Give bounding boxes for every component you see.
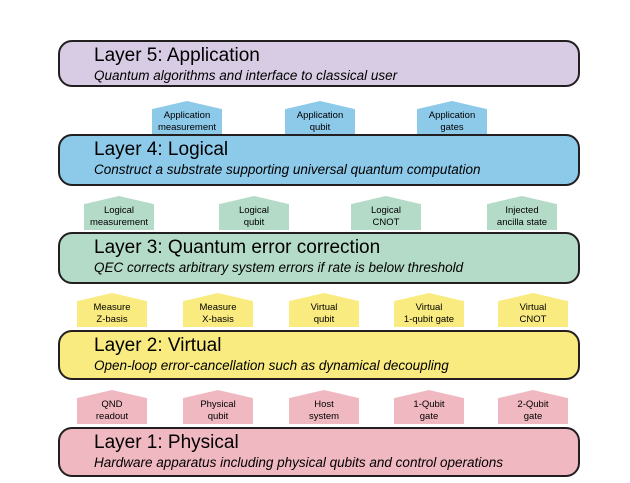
virtual-cnot-block: Virtual CNOT [498,293,568,327]
interface-label: 1-Qubit gate [413,399,445,422]
injected-ancilla-state-block: Injected ancilla state [487,196,557,230]
measure-z-basis-block: Measure Z-basis [77,293,147,327]
interface-label: Virtual CNOT [519,302,547,325]
layer-1-title: Layer 1: Physical [94,432,239,453]
application-qubit-block: Application qubit [285,101,355,135]
layer-2-virtual: Layer 2: Virtual Open-loop error-cancell… [58,330,580,380]
virtual-qubit-block: Virtual qubit [289,293,359,327]
interface-label: QND readout [95,399,129,422]
interface-label: Measure Z-basis [93,302,131,325]
interface-label: Application qubit [296,110,344,133]
application-gates-block: Application gates [417,101,487,135]
application-measurement-block: Application measurement [152,101,222,135]
layer-2-description: Open-loop error-cancellation such as dyn… [94,358,449,373]
interface-label: Physical qubit [200,399,236,422]
interface-label: Virtual 1-qubit gate [403,302,455,325]
interface-label: 2-Qubit gate [517,399,549,422]
layer-3-title: Layer 3: Quantum error correction [94,237,381,258]
layer-5-title: Layer 5: Application [94,45,260,66]
layer-1-physical: Layer 1: Physical Hardware apparatus inc… [58,427,580,477]
interface-label: Logical measurement [89,205,149,228]
layer-3-quantum-error-correction: Layer 3: Quantum error correction QEC co… [58,232,580,284]
1-qubit-gate-block: 1-Qubit gate [394,390,464,424]
qnd-readout-block: QND readout [77,390,147,424]
layer-4-description: Construct a substrate supporting univers… [94,162,481,177]
layer-4-logical: Layer 4: Logical Construct a substrate s… [58,134,580,186]
interface-label: Virtual qubit [310,302,338,325]
layer-1-description: Hardware apparatus including physical qu… [94,455,503,470]
physical-qubit-block: Physical qubit [183,390,253,424]
interface-label: Application gates [428,110,476,133]
host-system-block: Host system [289,390,359,424]
interface-label: Host system [308,399,340,422]
2-qubit-gate-block: 2-Qubit gate [498,390,568,424]
layer-2-title: Layer 2: Virtual [94,335,222,356]
layer-3-description: QEC corrects arbitrary system errors if … [94,260,464,275]
logical-cnot-block: Logical CNOT [351,196,421,230]
interface-label: Logical CNOT [370,205,402,228]
interface-label: Measure X-basis [199,302,237,325]
measure-x-basis-block: Measure X-basis [183,293,253,327]
layer-5-application: Layer 5: Application Quantum algorithms … [58,40,580,87]
interface-label: Application measurement [157,110,217,133]
logical-qubit-block: Logical qubit [219,196,289,230]
layer-5-description: Quantum algorithms and interface to clas… [94,68,398,83]
interface-label: Injected ancilla state [496,205,548,228]
interface-label: Logical qubit [238,205,270,228]
layer-4-title: Layer 4: Logical [94,139,229,160]
logical-measurement-block: Logical measurement [84,196,154,230]
virtual-1-qubit-gate-block: Virtual 1-qubit gate [394,293,464,327]
